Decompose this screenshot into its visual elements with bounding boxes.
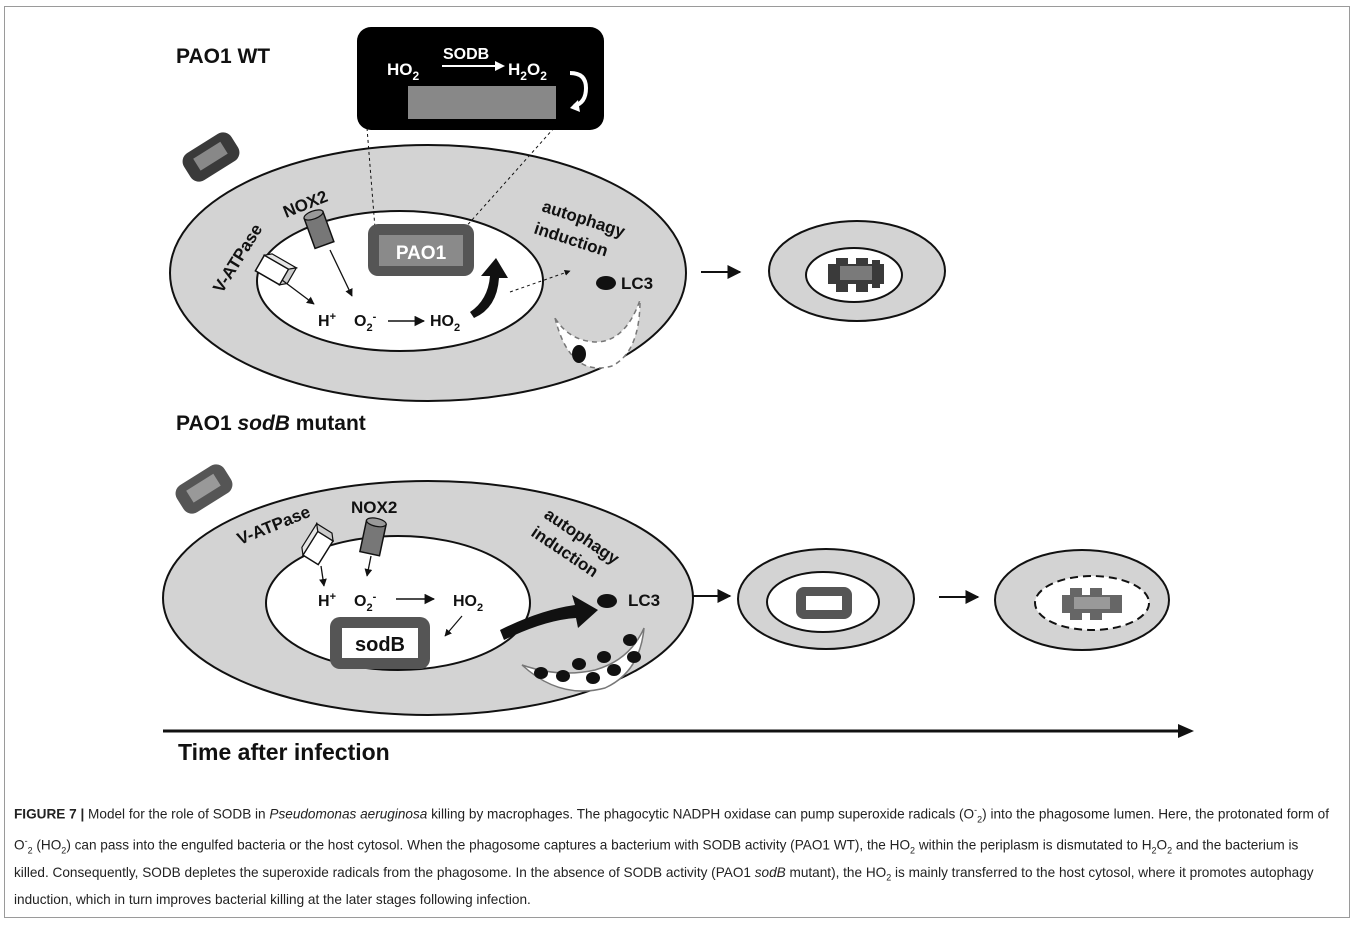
inset-return-head: [570, 100, 580, 112]
ho2-bottom: HO2: [453, 593, 483, 614]
nox2-channel-bottom: [359, 517, 387, 557]
caption-text-4: (HO: [32, 837, 62, 853]
time-axis-arrowhead: [1178, 724, 1194, 738]
degraded-bacterium-bottom: [1062, 588, 1122, 620]
inset-ho2: HO2: [387, 60, 420, 83]
nox2-arrow-top: [329, 249, 353, 297]
lc3-dot-top: [596, 276, 616, 290]
inset-arrow-head: [495, 61, 505, 71]
lc3-label-top: LC3: [621, 274, 653, 293]
caption-text-9: is mainly transferred to the host cytoso…: [14, 864, 1314, 907]
zoom-line-right: [462, 127, 555, 231]
pao1-bacterium: PAO1: [368, 224, 474, 276]
vatpase-arrow-top: [281, 279, 315, 305]
ho2-to-cytosol-arrow-bottom: [500, 595, 598, 640]
caption-sub-6: 2: [1167, 845, 1173, 855]
inset-h2o2: H2O2: [508, 60, 547, 83]
inset-return-arrow: [569, 71, 589, 108]
caption-sup-1: -: [974, 805, 978, 815]
free-bacterium-bottom: [175, 464, 233, 514]
intact-bacterium-mid-inner: [806, 596, 842, 610]
ho2-into-bacterium-arrow: [470, 258, 508, 318]
caption-sub-5: 2: [1151, 845, 1157, 855]
superoxide-bottom: O2-: [354, 591, 377, 614]
superoxide-top: O2-: [354, 311, 377, 334]
figure-caption: FIGURE 7 | Model for the role of SODB in…: [14, 800, 1332, 910]
bottom-panel-title: PAO1 sodB mutant: [176, 412, 366, 435]
vatpase-channel-bottom: [301, 521, 335, 566]
caption-sub-1: 2: [977, 814, 983, 825]
phagophore-dots-bottom: [534, 634, 641, 684]
time-axis-label: Time after infection: [178, 739, 390, 765]
zoom-line-left: [366, 127, 376, 229]
ho2-to-sodb-arrow: [444, 615, 463, 637]
ho2-to-cytosol-dashed-top: [509, 269, 571, 293]
sodb-bacterium: sodB: [330, 617, 430, 669]
caption-figure-label: FIGURE 7 |: [14, 806, 85, 822]
caption-sub-2: 2: [27, 845, 33, 855]
phagophore-dot-top: [572, 345, 586, 363]
nox2-label-bottom: NOX2: [351, 498, 397, 517]
vatpase-arrow-bottom: [319, 565, 327, 587]
top-panel-title: PAO1 WT: [176, 45, 270, 68]
pao1-label: PAO1: [396, 243, 447, 264]
caption-text-8: mutant), the HO: [785, 864, 887, 880]
caption-sup-2: -: [24, 835, 28, 846]
caption-text-5: ) can pass into the engulfed bacteria or…: [66, 837, 911, 853]
lc3-dot-bottom: [597, 594, 617, 608]
caption-text-2: killing by macrophages. The phagocytic N…: [427, 806, 975, 822]
nox2-arrow-bottom: [364, 555, 373, 577]
caption-sub-3: 2: [61, 845, 67, 855]
proton-bottom: H+: [318, 591, 336, 610]
sodb-inset: HO2 SODB H2O2: [357, 27, 604, 130]
nox2-channel-top: [303, 209, 335, 250]
proton-top: H+: [318, 311, 336, 330]
caption-italic-sodb: sodB: [754, 864, 786, 880]
inset-bacterium: [408, 86, 556, 119]
figure-frame: [4, 6, 1350, 918]
caption-text-6: within the periplasm is dismutated to H: [915, 837, 1152, 853]
caption-sub-7: 2: [886, 872, 892, 883]
caption-text-7: and the bacterium is killed. Consequentl…: [14, 837, 1299, 880]
inset-enzyme-label: SODB: [443, 46, 489, 63]
free-bacterium-top: [182, 132, 240, 182]
caption-species: Pseudomonas aeruginosa: [269, 806, 428, 822]
caption-sub-4: 2: [910, 845, 916, 855]
sodb-label: sodB: [355, 634, 405, 656]
lc3-label-bottom: LC3: [628, 591, 660, 610]
caption-text-1: Model for the role of SODB in: [84, 806, 270, 822]
degraded-bacterium-top: [828, 258, 884, 292]
ho2-top: HO2: [430, 313, 460, 334]
caption-text-6b: O: [1156, 837, 1168, 853]
caption-text-3: ) into the phagosome lumen. Here, the pr…: [14, 806, 1329, 853]
